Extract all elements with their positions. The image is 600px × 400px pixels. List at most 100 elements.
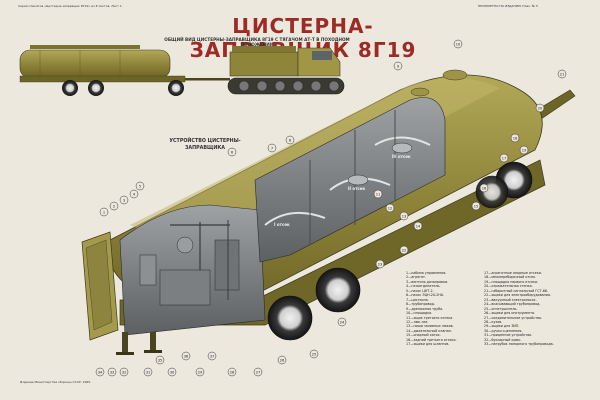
legend-column-1: 1—кабина управления.2—агрегат.3—вентиль …	[406, 271, 457, 347]
legend-item: 8—трубопровод.	[406, 302, 435, 307]
legend-item: 14—дыхательный клапан.	[406, 328, 452, 333]
callout-number: 4	[133, 192, 136, 196]
callout-number: 25	[312, 352, 317, 356]
callout-number: 35	[158, 358, 163, 362]
legend-item: 27—соединительное устройство.	[484, 315, 542, 320]
callout-6: 6	[227, 147, 237, 157]
callout-37: 37	[207, 351, 217, 361]
compartment-label-second: II отсек	[348, 186, 366, 191]
legend-item: 9—дренажная труба.	[406, 306, 444, 311]
callout-36: 36	[181, 351, 191, 361]
series-note: Серия плакатов «Цистерна-заправщик 8Г19»…	[18, 4, 123, 8]
callout-1: 1	[99, 207, 109, 217]
callout-number: 37	[210, 354, 215, 358]
legend-item: 21—габаритный сигнальный ГСТ-66.	[484, 288, 549, 293]
legend-item: 29—ящики для ЗИП.	[484, 324, 520, 329]
callout-number: 18	[513, 136, 518, 140]
callout-number: 34	[98, 370, 103, 374]
legend-item: 28—кузов.	[484, 319, 503, 324]
legend-item: 7—цистерна.	[406, 297, 429, 302]
legend-item: 15—опорный каток.	[406, 333, 441, 338]
legend-item: 32—буксирный крюк.	[484, 337, 522, 342]
callout-number: 29	[198, 370, 203, 374]
legend-item: 4—газоотделитель.	[406, 284, 441, 289]
callout-number: 14	[416, 224, 421, 228]
legend-item: 26—ящики для инструмента.	[484, 311, 536, 316]
callout-10: 10	[453, 39, 463, 49]
callout-number: 22	[402, 248, 407, 252]
classification-note: НЕСЕКРЕТНО ПО ИЗДАНИЮ Плак. № 5	[478, 4, 538, 8]
callout-33: 33	[107, 367, 117, 377]
legend-item: 3—вентиль дозаправки.	[406, 279, 449, 284]
callout-9: 9	[393, 61, 403, 71]
callout-35: 35	[155, 355, 165, 365]
callout-number: 3	[123, 198, 125, 202]
callout-number: 36	[184, 354, 189, 358]
callout-number: 19	[522, 148, 527, 152]
legend-item: 24—всасывающий трубопровод.	[484, 302, 541, 307]
callout-number: 23	[378, 262, 383, 266]
callout-number: 7	[271, 146, 273, 150]
callout-32: 32	[119, 367, 129, 377]
callout-number: 13	[402, 214, 407, 218]
callout-28: 28	[227, 367, 237, 377]
callout-25: 25	[309, 349, 319, 359]
callout-number: 30	[170, 370, 175, 374]
callout-14: 14	[413, 221, 423, 231]
callout-13: 13	[399, 211, 409, 221]
callout-21: 21	[557, 69, 567, 79]
callout-4: 4	[129, 189, 139, 199]
legend-item: 6—насос ЭЦН-20-2НА.	[406, 293, 445, 298]
legend-item: 16—задний третьего отсека.	[406, 337, 457, 342]
callout-20: 20	[535, 103, 545, 113]
callout-group: 1234567891011121314151617181920212223242…	[95, 39, 567, 377]
cutaway-semitrailer	[81, 69, 576, 355]
callout-34: 34	[95, 367, 105, 377]
callout-number: 17	[502, 156, 507, 160]
legend-item: 33—патрубок напорного трубопровода.	[484, 342, 554, 347]
callout-number: 26	[280, 358, 285, 362]
callout-22: 22	[399, 245, 409, 255]
callout-number: 16	[482, 186, 487, 190]
callout-number: 27	[256, 370, 261, 374]
callout-3: 3	[119, 195, 129, 205]
callout-number: 28	[230, 370, 235, 374]
callout-number: 24	[340, 320, 345, 324]
footer-note: Издание Министерства обороны СССР. 1965.	[20, 380, 92, 384]
legend-item: 23—вакуумный электронасос.	[484, 297, 537, 302]
legend-item: 1—кабина управления.	[406, 271, 447, 275]
callout-31: 31	[143, 367, 153, 377]
callout-number: 10	[456, 42, 461, 46]
callout-19: 19	[519, 145, 529, 155]
callout-12: 12	[385, 203, 395, 213]
callout-27: 27	[253, 367, 263, 377]
legend-item: 18—межпереборочный отсек.	[484, 275, 537, 280]
callout-number: 33	[110, 370, 115, 374]
section-label: УСТРОЙСТВО ЦИСТЕРНЫ-ЗАПРАВЩИКА	[169, 139, 241, 151]
callout-29: 29	[195, 367, 205, 377]
callout-number: 11	[376, 192, 381, 196]
compartment-label-third: III отсек	[392, 154, 411, 159]
legend-item: 17—ящики для шлангов.	[406, 342, 450, 347]
legend-item: 13—ниши заливных люков.	[406, 324, 454, 329]
callout-18: 18	[510, 133, 520, 143]
callout-23: 23	[375, 259, 385, 269]
legend-column-2: 17—агрегатные опорные отсеки.18—межпереб…	[484, 271, 554, 347]
callout-number: 9	[397, 64, 400, 68]
callout-7: 7	[267, 143, 277, 153]
legend-item: 2—агрегат.	[406, 275, 426, 280]
callout-number: 20	[538, 106, 543, 110]
callout-24: 24	[337, 317, 347, 327]
legend-item: 31—прицепное устройство.	[484, 333, 533, 338]
callout-15: 15	[471, 201, 481, 211]
callout-number: 21	[560, 72, 565, 76]
callout-11: 11	[373, 189, 383, 199]
callout-number: 8	[289, 138, 292, 142]
compartment-label-first: I отсек	[274, 222, 290, 227]
legend-item: 11—ящик третьего отсека.	[406, 315, 454, 320]
callout-number: 6	[231, 150, 234, 154]
overview-train	[19, 45, 345, 96]
callout-number: 31	[146, 370, 151, 374]
